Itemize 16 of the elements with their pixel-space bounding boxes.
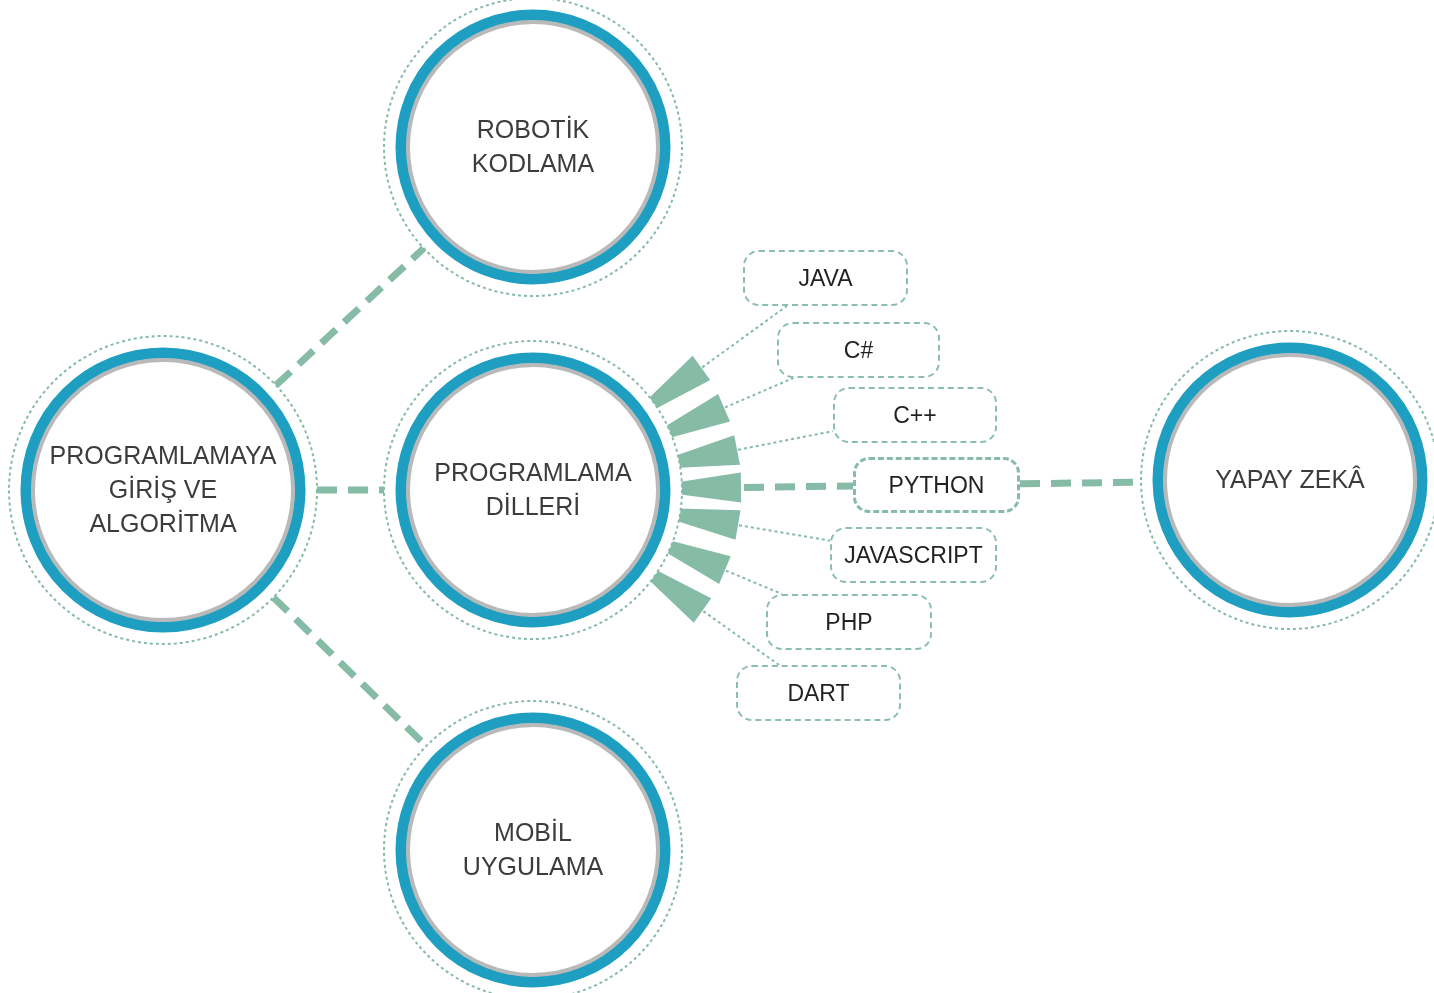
- topic-circle: [383, 340, 683, 640]
- circle-label: YAPAY ZEKÂ: [1215, 464, 1365, 496]
- language-tag: DART: [736, 665, 901, 721]
- connector-line: [273, 245, 427, 388]
- circle-label: ROBOTİK KODLAMA: [470, 114, 596, 179]
- circle-label: PROGRAMLAMAYA GİRİŞ VE ALGORİTMA: [48, 440, 278, 539]
- circle-label: MOBİL UYGULAMA: [461, 817, 605, 882]
- language-tag: C++: [833, 387, 997, 443]
- language-tag: JAVA: [743, 250, 908, 306]
- connector-line: [317, 486, 384, 494]
- circle-label: PROGRAMLAMA DİLLERİ: [433, 457, 633, 522]
- language-tag: C#: [777, 322, 940, 378]
- topic-circle: [8, 335, 318, 645]
- language-tag: JAVASCRIPT: [830, 527, 997, 583]
- language-tag: PYTHON: [853, 457, 1020, 513]
- language-tag: PHP: [766, 594, 932, 650]
